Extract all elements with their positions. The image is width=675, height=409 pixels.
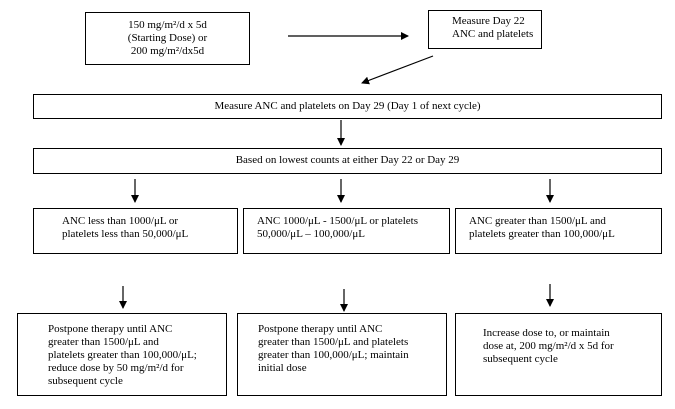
action-low-line-1: Postpone therapy until ANC	[48, 323, 173, 335]
action-high-line-3: subsequent cycle	[483, 353, 558, 365]
action-low-line-3: platelets greater than 100,000/μL;	[48, 349, 197, 361]
action-low-line-5: subsequent cycle	[48, 375, 123, 387]
action-high-line-1: Increase dose to, or maintain	[483, 327, 610, 339]
action-high-line-2: dose at, 200 mg/m²/d x 5d for	[483, 340, 614, 352]
action-low-box: Postpone therapy until ANC greater than …	[17, 313, 227, 396]
measure-day22-line-1: Measure Day 22	[452, 15, 525, 27]
condition-high-line-2: platelets greater than 100,000/μL	[469, 228, 615, 240]
measure-day29-box: Measure ANC and platelets on Day 29 (Day…	[33, 94, 662, 119]
starting-dose-line-1: 150 mg/m²/d x 5d	[128, 19, 207, 31]
action-mid-line-2: greater than 1500/μL and platelets	[258, 336, 409, 348]
action-mid-box: Postpone therapy until ANC greater than …	[237, 313, 447, 396]
lowest-counts-box: Based on lowest counts at either Day 22 …	[33, 148, 662, 174]
measure-day29-text: Measure ANC and platelets on Day 29 (Day…	[214, 100, 481, 112]
action-low-line-2: greater than 1500/μL and	[48, 336, 159, 348]
measure-day22-line-2: ANC and platelets	[452, 28, 534, 40]
arrow-day22-to-day29	[361, 55, 434, 85]
condition-low-box: ANC less than 1000/μL or platelets less …	[33, 208, 238, 254]
action-high-box: Increase dose to, or maintain dose at, 2…	[455, 313, 662, 396]
action-mid-line-3: greater than 100,000/μL; maintain	[258, 349, 409, 361]
condition-low-line-1: ANC less than 1000/μL or	[62, 215, 179, 227]
condition-high-line-1: ANC greater than 1500/μL and	[469, 215, 606, 227]
condition-mid-line-1: ANC 1000/μL - 1500/μL or platelets	[257, 215, 418, 227]
starting-dose-line-2: (Starting Dose) or	[127, 32, 208, 44]
lowest-counts-text: Based on lowest counts at either Day 22 …	[235, 154, 460, 166]
action-mid-line-1: Postpone therapy until ANC	[258, 323, 383, 335]
starting-dose-line-3: 200 mg/m²/dx5d	[130, 45, 205, 57]
measure-day22-box: Measure Day 22 ANC and platelets	[428, 10, 542, 49]
condition-mid-box: ANC 1000/μL - 1500/μL or platelets 50,00…	[243, 208, 450, 254]
condition-low-line-2: platelets less than 50,000/μL	[62, 228, 189, 240]
starting-dose-box: 150 mg/m²/d x 5d (Starting Dose) or 200 …	[85, 12, 250, 65]
condition-high-box: ANC greater than 1500/μL and platelets g…	[455, 208, 662, 254]
action-mid-line-4: initial dose	[258, 362, 307, 374]
condition-mid-line-2: 50,000/μL – 100,000/μL	[257, 228, 365, 240]
action-low-line-4: reduce dose by 50 mg/m²/d for	[48, 362, 184, 374]
